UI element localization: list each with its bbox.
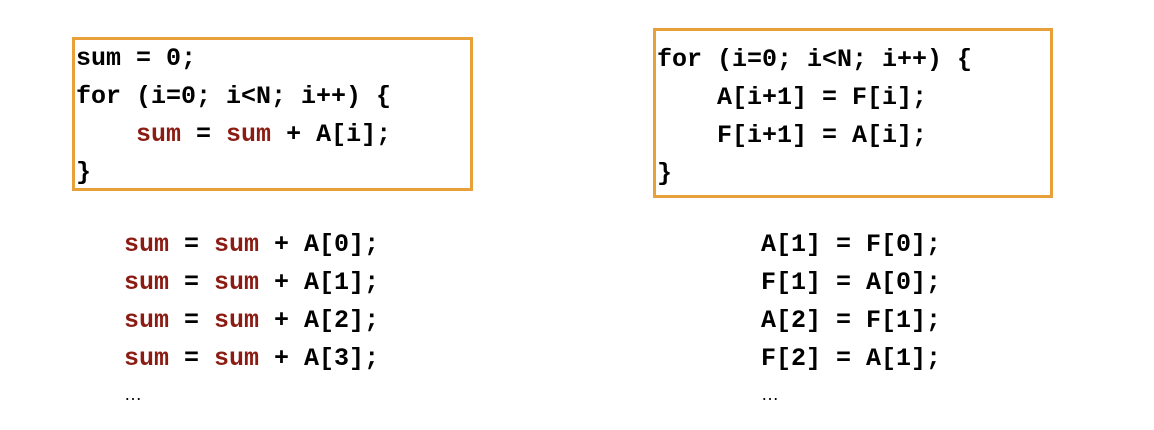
right-unrolled-line: F[2] = A[1]; bbox=[761, 344, 942, 373]
assign-operator: = bbox=[169, 268, 215, 297]
right-loop-box bbox=[653, 28, 1053, 198]
code-rest: + A[2]; bbox=[259, 306, 380, 335]
right-unrolled-line: A[1] = F[0]; bbox=[761, 230, 942, 259]
sum-keyword: sum bbox=[214, 344, 260, 373]
left-code-line: sum = sum + A[i]; bbox=[76, 122, 391, 147]
right-unrolled-line: F[1] = A[0]; bbox=[761, 268, 942, 297]
right-code-line: } bbox=[657, 159, 673, 188]
left-code-line: } bbox=[76, 158, 92, 187]
code-rest: + A[1]; bbox=[259, 268, 380, 297]
code-rest: + A[i]; bbox=[271, 120, 392, 149]
sum-keyword: sum bbox=[214, 306, 260, 335]
indent bbox=[76, 120, 136, 149]
left-code-line: for (i=0; i<N; i++) { bbox=[76, 82, 392, 111]
sum-keyword: sum bbox=[124, 230, 170, 259]
left-unrolled-line: sum = sum + A[2]; bbox=[124, 308, 379, 333]
assign-operator: = bbox=[169, 230, 215, 259]
assign-operator: = bbox=[169, 306, 215, 335]
left-ellipsis: … bbox=[124, 384, 142, 404]
sum-keyword: sum bbox=[226, 120, 272, 149]
right-code-line: A[i+1] = F[i]; bbox=[657, 83, 928, 112]
left-unrolled-line: sum = sum + A[3]; bbox=[124, 346, 379, 371]
sum-keyword: sum bbox=[214, 230, 260, 259]
right-code-line: F[i+1] = A[i]; bbox=[657, 121, 928, 150]
code-rest: + A[0]; bbox=[259, 230, 380, 259]
right-code-line: for (i=0; i<N; i++) { bbox=[657, 45, 973, 74]
right-unrolled-line: A[2] = F[1]; bbox=[761, 306, 942, 335]
sum-keyword: sum bbox=[124, 268, 170, 297]
sum-keyword: sum bbox=[124, 306, 170, 335]
assign-operator: = bbox=[181, 120, 227, 149]
assign-operator: = bbox=[169, 344, 215, 373]
left-code-line: sum = 0; bbox=[76, 44, 197, 73]
sum-keyword: sum bbox=[214, 268, 260, 297]
right-ellipsis: … bbox=[761, 384, 779, 404]
sum-keyword: sum bbox=[136, 120, 182, 149]
code-rest: + A[3]; bbox=[259, 344, 380, 373]
left-loop-box bbox=[72, 37, 473, 191]
left-unrolled-line: sum = sum + A[0]; bbox=[124, 232, 379, 257]
sum-keyword: sum bbox=[124, 344, 170, 373]
left-unrolled-line: sum = sum + A[1]; bbox=[124, 270, 379, 295]
